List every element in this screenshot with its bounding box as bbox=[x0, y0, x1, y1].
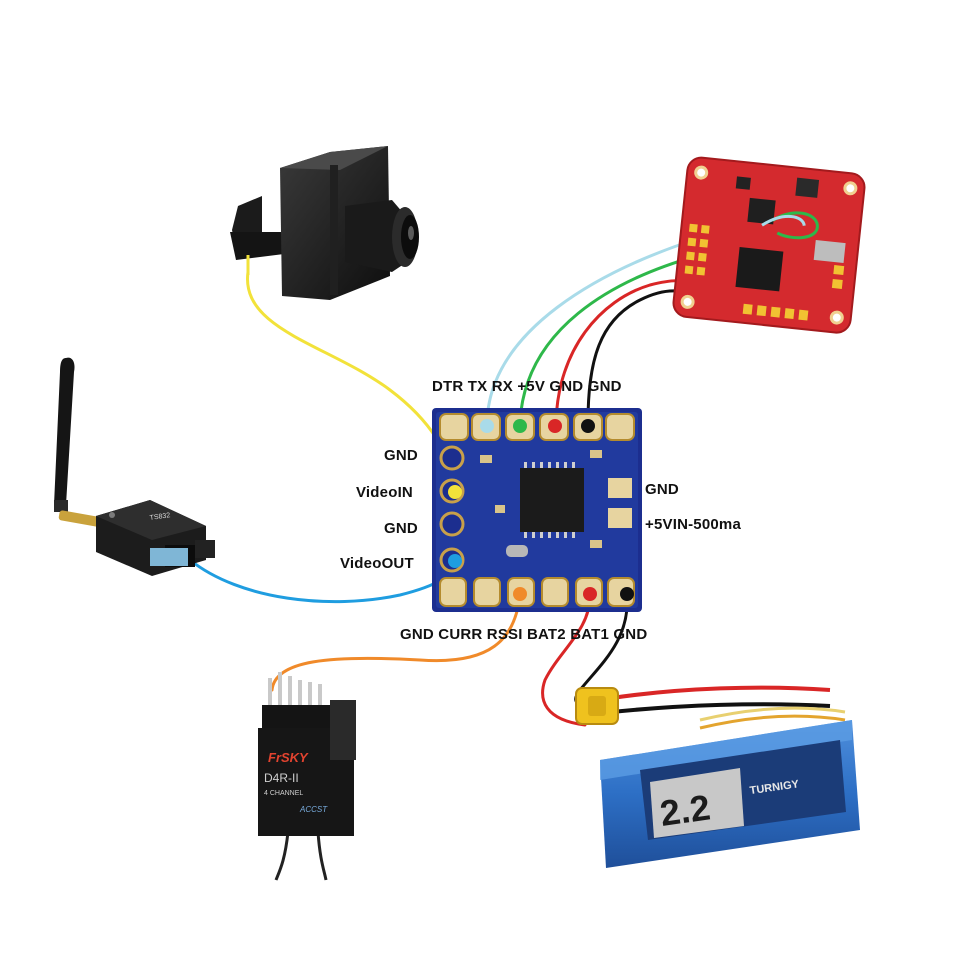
battery-capacity: 2.2 bbox=[657, 786, 712, 834]
left-label-videoout: VideoOUT bbox=[340, 555, 414, 572]
flight-controller-icon bbox=[672, 156, 866, 334]
video-transmitter-icon: TS832 bbox=[54, 357, 215, 576]
receiver-badge: ACCST bbox=[299, 805, 328, 814]
left-label-videoin: VideoIN bbox=[356, 484, 413, 501]
fpv-camera-icon bbox=[230, 146, 419, 300]
right-label-gnd: GND bbox=[645, 481, 679, 498]
wire-gnd-fc bbox=[586, 289, 686, 424]
wire-video-out bbox=[188, 558, 458, 604]
lipo-battery-icon: 2.2 TURNIGY bbox=[575, 685, 860, 868]
wire-rssi bbox=[270, 593, 522, 692]
minimosd-board-icon bbox=[432, 408, 642, 612]
receiver-brand: FrSKY bbox=[268, 750, 309, 765]
left-label-gnd-2: GND bbox=[384, 520, 418, 537]
wire-bat2 bbox=[541, 594, 592, 727]
receiver-model: D4R-II bbox=[264, 771, 299, 785]
receiver-subtitle: 4 CHANNEL bbox=[264, 790, 303, 797]
right-label-5vin: +5VIN-500ma bbox=[645, 516, 742, 533]
wire-video-in bbox=[246, 270, 457, 492]
top-pin-labels: DTR TX RX +5V GND GND bbox=[432, 378, 622, 395]
vtx-marking: TS832 bbox=[149, 512, 171, 522]
bottom-pin-labels: GND CURR RSSI BAT2 BAT1 GND bbox=[400, 626, 648, 643]
rc-receiver-icon: FrSKY D4R-II 4 CHANNEL ACCST bbox=[258, 672, 356, 881]
wire-5v bbox=[554, 279, 686, 424]
left-label-gnd-1: GND bbox=[384, 447, 418, 464]
